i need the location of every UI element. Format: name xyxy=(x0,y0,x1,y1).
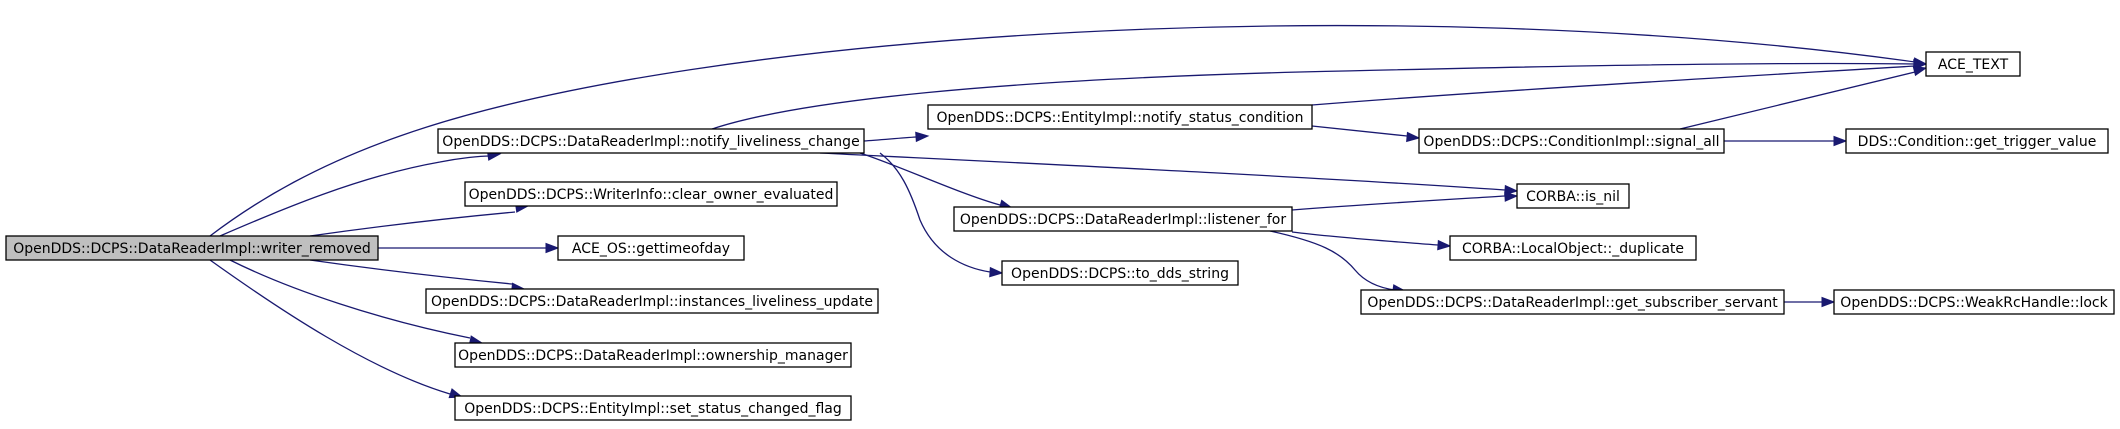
node-box xyxy=(953,206,1293,232)
node-writer-removed[interactable]: OpenDDS::DCPS::DataReaderImpl::writer_re… xyxy=(5,235,379,261)
edge-line xyxy=(229,259,471,339)
node-box xyxy=(464,181,838,207)
edge-line xyxy=(819,152,1506,191)
node-label: OpenDDS::DCPS::DataReaderImpl::notify_li… xyxy=(442,134,859,150)
node-box xyxy=(1418,128,1725,154)
edge-line xyxy=(309,211,516,237)
node-label: ACE_OS::gettimeofday xyxy=(572,241,730,257)
arrowhead-icon xyxy=(1833,135,1848,147)
arrowhead-icon xyxy=(915,131,930,143)
node-label: CORBA::LocalObject::_duplicate xyxy=(1462,241,1684,257)
node-box xyxy=(1845,128,2109,154)
arrowhead-icon xyxy=(1821,296,1836,308)
edge-line xyxy=(1679,71,1916,130)
edge-notify_liveliness_change-to-notify_status_condition xyxy=(863,131,930,143)
edge-line xyxy=(1269,230,1396,291)
arrowhead-icon xyxy=(1504,184,1519,196)
edge-notify_status_condition-to-signal_all xyxy=(1311,125,1421,143)
node-label: OpenDDS::DCPS::WeakRcHandle::lock xyxy=(1840,295,2108,311)
edge-line xyxy=(219,155,491,237)
edge-line xyxy=(863,136,917,142)
edge-writer_removed-to-set_status_changed_flag xyxy=(209,259,464,399)
node-label: OpenDDS::DCPS::DataReaderImpl::instances… xyxy=(431,294,873,310)
node-get-trigger-value[interactable]: DDS::Condition::get_trigger_value xyxy=(1845,128,2109,154)
node-duplicate[interactable]: CORBA::LocalObject::_duplicate xyxy=(1449,235,1697,261)
node-ownership-manager[interactable]: OpenDDS::DCPS::DataReaderImpl::ownership… xyxy=(454,342,852,368)
edge-listener_for-to-is_nil xyxy=(1291,191,1519,211)
node-signal-all[interactable]: OpenDDS::DCPS::ConditionImpl::signal_all xyxy=(1418,128,1725,154)
node-weak-lock[interactable]: OpenDDS::DCPS::WeakRcHandle::lock xyxy=(1833,289,2115,315)
node-label: OpenDDS::DCPS::EntityImpl::set_status_ch… xyxy=(464,401,842,417)
node-label: ACE_TEXT xyxy=(1938,57,2009,73)
arrowhead-icon xyxy=(545,242,560,254)
node-listener-for[interactable]: OpenDDS::DCPS::DataReaderImpl::listener_… xyxy=(953,206,1293,232)
edge-line xyxy=(1311,125,1408,137)
arrowhead-icon xyxy=(1437,239,1452,251)
node-label: CORBA::is_nil xyxy=(1526,189,1620,205)
node-is-nil[interactable]: CORBA::is_nil xyxy=(1516,183,1630,209)
edge-writer_removed-to-clear_owner_evaluated xyxy=(309,202,530,237)
arrowhead-icon xyxy=(1504,191,1519,202)
node-box xyxy=(557,235,745,261)
edge-writer_removed-to-gettimeofday xyxy=(378,242,560,254)
node-box xyxy=(927,104,1313,130)
node-label: OpenDDS::DCPS::DataReaderImpl::writer_re… xyxy=(13,241,371,257)
edge-writer_removed-to-notify_liveliness_change xyxy=(219,150,502,237)
node-notify-status-condition[interactable]: OpenDDS::DCPS::EntityImpl::notify_status… xyxy=(927,104,1313,130)
node-box xyxy=(454,395,852,421)
node-label: OpenDDS::DCPS::to_dds_string xyxy=(1011,266,1229,282)
edge-line xyxy=(879,152,991,273)
node-box xyxy=(1449,235,1697,261)
node-get-subscriber-servant[interactable]: OpenDDS::DCPS::DataReaderImpl::get_subsc… xyxy=(1360,289,1785,315)
node-label: OpenDDS::DCPS::DataReaderImpl::ownership… xyxy=(458,348,848,364)
node-clear-owner-evaluated[interactable]: OpenDDS::DCPS::WriterInfo::clear_owner_e… xyxy=(464,181,838,207)
edge-line xyxy=(1311,65,1916,106)
edge-line xyxy=(209,24,1916,237)
node-to-dds-string[interactable]: OpenDDS::DCPS::to_dds_string xyxy=(1001,260,1239,286)
node-box xyxy=(1360,289,1785,315)
node-set-status-changed-flag[interactable]: OpenDDS::DCPS::EntityImpl::set_status_ch… xyxy=(454,395,852,421)
node-gettimeofday[interactable]: ACE_OS::gettimeofday xyxy=(557,235,745,261)
edge-signal_all-to-ace_text xyxy=(1679,65,1928,130)
node-label: OpenDDS::DCPS::ConditionImpl::signal_all xyxy=(1423,134,1719,150)
edge-get_subscriber_servant-to-weak_lock xyxy=(1784,296,1836,308)
node-box xyxy=(437,128,865,154)
node-box xyxy=(1516,183,1630,209)
edge-line xyxy=(1291,195,1506,211)
node-box xyxy=(1001,260,1239,286)
nodes-layer: OpenDDS::DCPS::DataReaderImpl::writer_re… xyxy=(5,51,2115,421)
node-notify-liveliness-change[interactable]: OpenDDS::DCPS::DataReaderImpl::notify_li… xyxy=(437,128,865,154)
node-instances-liveliness-update[interactable]: OpenDDS::DCPS::DataReaderImpl::instances… xyxy=(425,288,879,314)
arrowhead-icon xyxy=(1406,131,1421,143)
node-ace-text[interactable]: ACE_TEXT xyxy=(1925,51,2021,77)
node-box xyxy=(425,288,879,314)
edge-line xyxy=(309,259,513,285)
node-label: DDS::Condition::get_trigger_value xyxy=(1858,134,2097,150)
node-label: OpenDDS::DCPS::EntityImpl::notify_status… xyxy=(937,110,1304,126)
edge-listener_for-to-duplicate xyxy=(1291,231,1452,251)
node-box xyxy=(1833,289,2115,315)
node-box xyxy=(454,342,852,368)
node-label: OpenDDS::DCPS::DataReaderImpl::get_subsc… xyxy=(1367,295,1778,311)
edge-line xyxy=(1291,231,1439,246)
edge-notify_liveliness_change-to-is_nil xyxy=(819,152,1519,196)
arrowhead-icon xyxy=(989,266,1004,278)
edge-notify_status_condition-to-ace_text xyxy=(1311,59,1928,106)
node-box xyxy=(1925,51,2021,77)
edge-line xyxy=(209,259,451,395)
edge-notify_liveliness_change-to-ace_text xyxy=(711,58,1928,130)
edges-layer xyxy=(209,24,1928,399)
edge-line xyxy=(859,152,1001,206)
edge-signal_all-to-get_trigger_value xyxy=(1724,135,1848,147)
edge-line xyxy=(711,62,1916,130)
arrowhead-icon xyxy=(1912,65,1928,77)
edge-notify_liveliness_change-to-to_dds_string xyxy=(879,152,1004,278)
node-box xyxy=(5,235,379,261)
node-label: OpenDDS::DCPS::WriterInfo::clear_owner_e… xyxy=(469,187,834,203)
node-label: OpenDDS::DCPS::DataReaderImpl::listener_… xyxy=(960,212,1286,228)
